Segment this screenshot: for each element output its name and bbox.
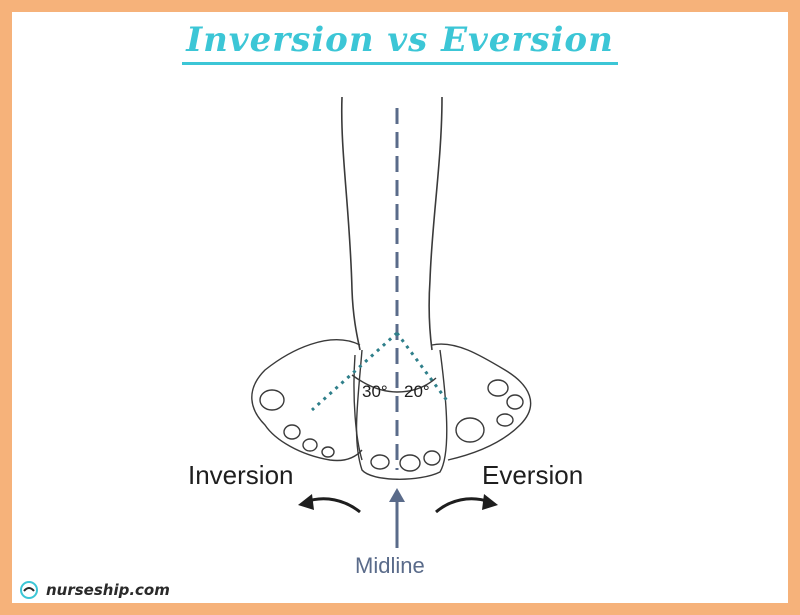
- left-foot-outline: [251, 339, 363, 462]
- midline-label: Midline: [355, 553, 425, 578]
- angle-arc: [351, 374, 437, 393]
- eversion-label: Eversion: [482, 460, 584, 490]
- watermark-text: nurseship.com: [46, 581, 170, 599]
- right-foot-outline: [431, 343, 532, 461]
- watermark: nurseship.com: [18, 580, 170, 600]
- inversion-label: Inversion: [188, 460, 294, 490]
- center-foot-outline: [355, 349, 448, 480]
- eversion-angle-label: 20°: [404, 382, 430, 401]
- inversion-angle-label: 30°: [362, 382, 388, 401]
- diagram-title: Inversion vs Eversion: [0, 20, 800, 65]
- angle-dotted-lines: [310, 331, 450, 412]
- inversion-arrowhead-icon: [298, 494, 314, 510]
- leg-outline: [340, 96, 443, 351]
- nurse-cap-icon: [20, 581, 38, 599]
- midline-arrowhead-icon: [389, 488, 405, 502]
- eversion-arrowhead-icon: [482, 494, 498, 510]
